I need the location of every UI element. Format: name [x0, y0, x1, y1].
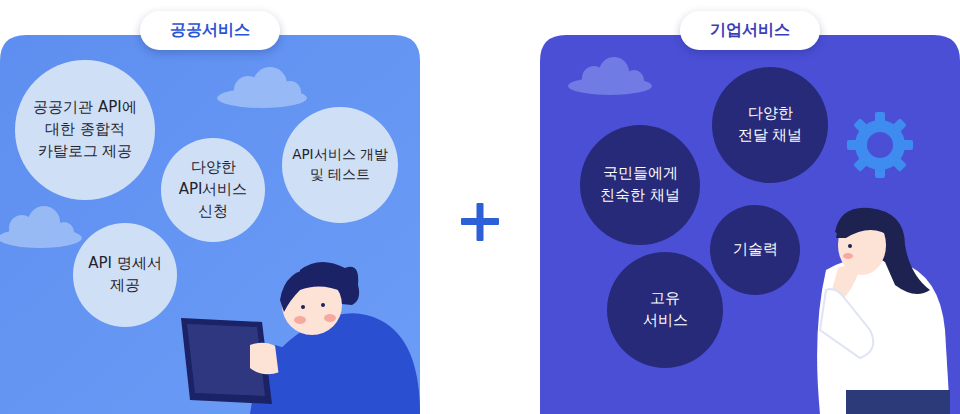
circle-text-group: 기술력	[720, 239, 790, 261]
cloud	[0, 206, 82, 248]
cloud	[217, 67, 307, 108]
circle-text-group: 국민들에게 친숙한 채널	[595, 163, 685, 207]
circle-label: 국민들에게 친숙한 채널	[595, 163, 685, 207]
panel-ground	[0, 35, 420, 414]
panel-ground	[540, 35, 960, 414]
circle-text-group: 공공기관 API에 대한 종합적 카탈로그 제공	[29, 97, 141, 162]
panel-heading: 공공서비스	[140, 11, 280, 50]
feature-circle: 기술력	[710, 205, 800, 295]
circle-label: 기술력	[720, 239, 790, 261]
feature-circle: 공공기관 API에 대한 종합적 카탈로그 제공	[15, 60, 155, 200]
circle-text-group: API 명세서 제공	[84, 253, 166, 297]
service-panel: 기업서비스국민들에게 친숙한 채널다양한 전달 채널기술력고유 서비스	[540, 35, 960, 414]
panel-heading: 기업서비스	[680, 11, 820, 50]
circle-label: 고유 서비스	[640, 288, 690, 332]
circle-label: 공공기관 API에 대한 종합적 카탈로그 제공	[29, 97, 141, 162]
circle-text-group: API서비스 개발 및 테스트	[290, 145, 390, 184]
thinking-person	[817, 208, 950, 414]
gear-icon	[847, 112, 913, 178]
service-panel: 공공서비스공공기관 API에 대한 종합적 카탈로그 제공다양한 API서비스 …	[0, 35, 420, 414]
circle-label: API서비스 개발 및 테스트	[290, 145, 390, 184]
feature-circle: 국민들에게 친숙한 채널	[580, 125, 700, 245]
circle-text-group: 다양한 API서비스 신청	[173, 157, 253, 222]
cloud	[568, 57, 652, 95]
circle-label: API 명세서 제공	[84, 253, 166, 297]
feature-circle: 다양한 API서비스 신청	[161, 138, 265, 242]
feature-circle: API서비스 개발 및 테스트	[282, 107, 398, 223]
circle-text-group: 고유 서비스	[640, 288, 690, 332]
feature-circle: 고유 서비스	[607, 252, 723, 368]
person-with-tablet	[181, 262, 420, 414]
feature-circle: 다양한 전달 채널	[712, 67, 828, 183]
plus-sign	[461, 203, 499, 241]
circle-label: 다양한 API서비스 신청	[173, 157, 253, 222]
feature-circle: API 명세서 제공	[73, 223, 177, 327]
circle-text-group: 다양한 전달 채널	[734, 103, 806, 147]
circle-label: 다양한 전달 채널	[734, 103, 806, 147]
